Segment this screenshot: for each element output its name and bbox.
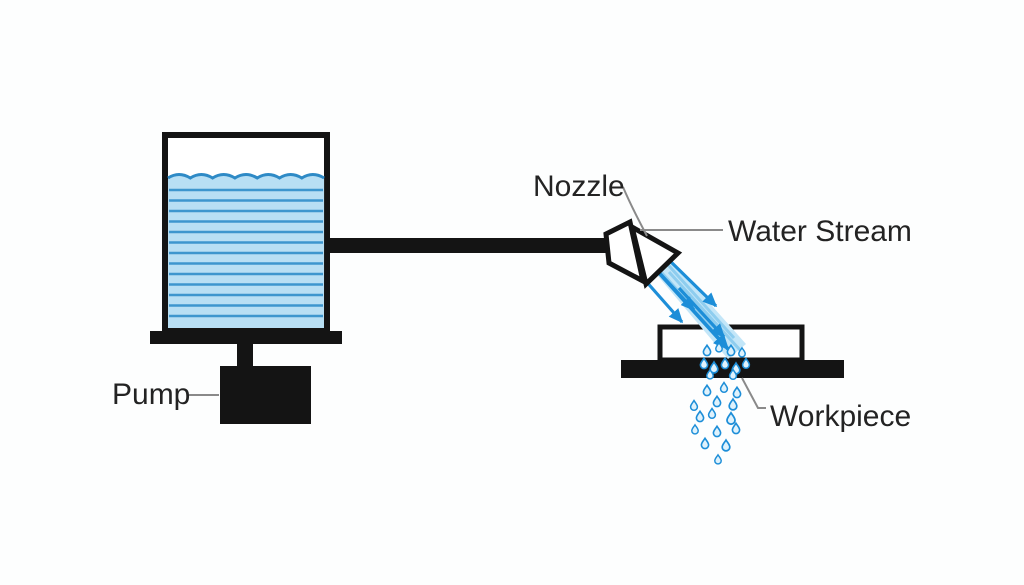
stream-arrow xyxy=(677,286,726,339)
pipe xyxy=(326,238,607,253)
water-surface-wave xyxy=(167,173,325,180)
pump-connector xyxy=(237,344,253,368)
water-stream-label: Water Stream xyxy=(728,215,912,248)
nozzle-leader-line xyxy=(622,186,648,237)
pump xyxy=(220,344,311,424)
water-tank xyxy=(150,132,342,344)
tank-water xyxy=(168,174,325,328)
stream-arrow xyxy=(642,277,684,324)
pump-label: Pump xyxy=(112,378,190,411)
tank-base-plate xyxy=(150,331,342,344)
water-stripes xyxy=(169,188,323,318)
nozzle-tip xyxy=(628,221,683,289)
stream-arrow xyxy=(658,272,730,351)
stream-arrow xyxy=(665,256,718,308)
workpiece-label: Workpiece xyxy=(770,400,911,433)
nozzle xyxy=(603,218,683,289)
water-stream xyxy=(642,253,746,359)
nozzle-label: Nozzle xyxy=(533,170,625,203)
pump-body xyxy=(220,366,311,424)
workpiece-leader-line xyxy=(741,377,766,409)
